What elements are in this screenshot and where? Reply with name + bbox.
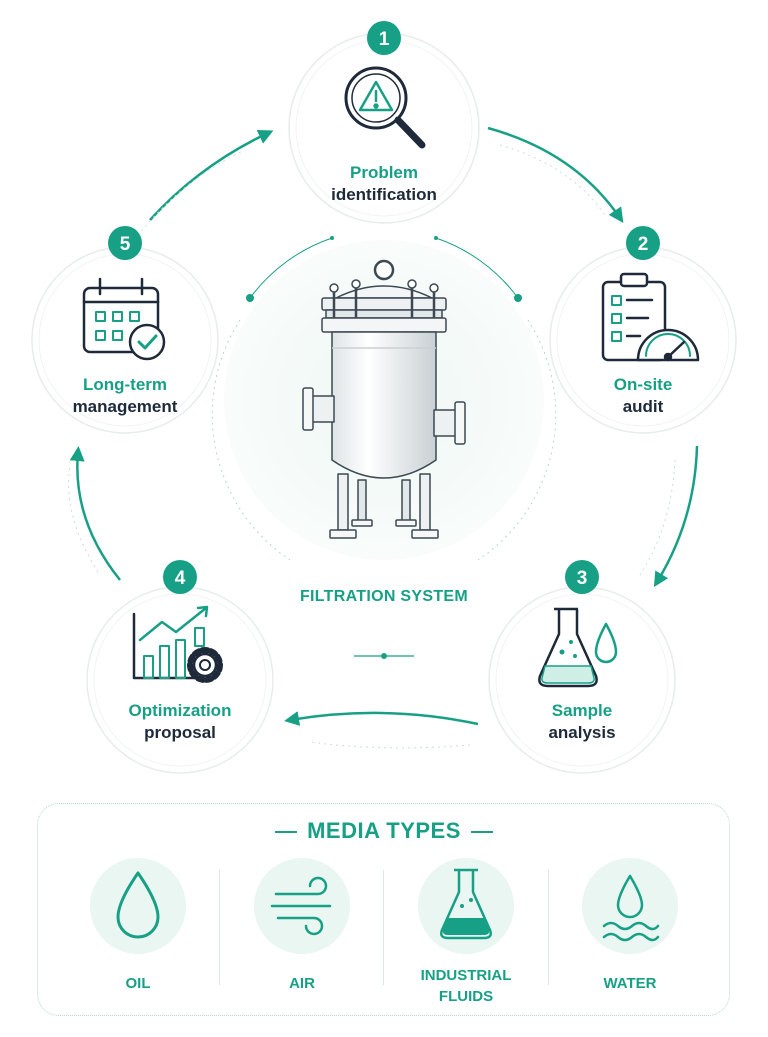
step-subtitle: proposal: [144, 723, 216, 742]
dotted-arc: [68, 464, 99, 573]
dotted-arc: [639, 459, 676, 576]
media-icon-bg: [90, 858, 186, 954]
dotted-arc: [499, 144, 606, 216]
step-title: Sample: [551, 701, 613, 720]
arrow-5-to-1: [149, 130, 274, 221]
filter-vessel-icon: [302, 259, 466, 539]
media-item-label: FLUIDS: [438, 988, 494, 1005]
inner-dot: [246, 294, 254, 302]
flask-drop-icon: [538, 607, 618, 688]
inner-arc-right: [435, 237, 519, 299]
arrow-2-to-3: [653, 445, 699, 588]
media-item-label: OIL: [125, 975, 151, 992]
svg-text:4: 4: [175, 568, 186, 589]
step-badge-1: 1: [367, 21, 401, 55]
media-item-water: WATER: [555, 973, 705, 994]
dotted-arc: [309, 741, 471, 749]
step-badge-3: 3: [565, 560, 599, 594]
step-subtitle: identification: [331, 185, 437, 204]
title-dash: [275, 831, 298, 834]
step-subtitle: audit: [622, 397, 664, 416]
water-drop-waves-icon: [602, 874, 660, 942]
media-item-label: INDUSTRIAL: [420, 967, 512, 984]
step-circle-4: [86, 586, 274, 774]
media-divider: [383, 870, 384, 985]
air-wind-icon: [270, 876, 332, 936]
media-item-label: AIR: [289, 975, 315, 992]
media-types-header: MEDIA TYPES: [0, 818, 768, 844]
svg-text:2: 2: [638, 234, 649, 255]
center-title: FILTRATION SYSTEM: [299, 588, 469, 605]
media-item-label: WATER: [603, 975, 657, 992]
arrow-3-to-4: [284, 711, 479, 726]
arrow-4-to-5: [69, 446, 121, 581]
industrial-flask-icon: [440, 868, 492, 940]
oil-drop-icon: [116, 871, 160, 939]
step-subtitle: analysis: [548, 723, 616, 742]
dotted-arc: [129, 149, 246, 246]
inner-dot: [514, 294, 522, 302]
media-divider: [548, 870, 549, 985]
step-title: Long-term: [82, 375, 168, 394]
step-label-2: On-site audit: [558, 374, 728, 418]
step-subtitle: management: [72, 397, 178, 416]
step-title: Optimization: [128, 701, 232, 720]
media-item-industrial-fluids: INDUSTRIAL FLUIDS: [391, 965, 541, 1007]
magnifier-warning-icon: [344, 66, 426, 149]
step-label-4: Optimization proposal: [95, 700, 265, 744]
step-badge-2: 2: [626, 226, 660, 260]
step-badge-5: 5: [108, 226, 142, 260]
media-item-air: AIR: [227, 973, 377, 994]
media-divider: [219, 870, 220, 985]
step-label-3: Sample analysis: [497, 700, 667, 744]
step-title: Problem: [349, 163, 419, 182]
step-label-5: Long-term management: [40, 374, 210, 418]
svg-text:1: 1: [379, 29, 390, 50]
calendar-check-icon: [82, 277, 166, 361]
inner-arc-left: [249, 237, 333, 299]
inner-dot: [434, 236, 438, 240]
media-types-panel: [37, 803, 730, 1016]
svg-text:3: 3: [577, 568, 588, 589]
step-title: On-site: [613, 375, 673, 394]
clipboard-gauge-icon: [601, 272, 700, 362]
media-types-title: MEDIA TYPES: [307, 818, 461, 843]
title-dash: [470, 831, 493, 834]
step-badge-4: 4: [163, 560, 197, 594]
inner-dot: [330, 236, 334, 240]
media-item-oil: OIL: [63, 973, 213, 994]
svg-text:5: 5: [120, 234, 131, 255]
arrow-1-to-2: [487, 126, 624, 223]
chart-gear-icon: [132, 605, 223, 683]
center-divider-dot: [381, 653, 387, 659]
step-label-1: Problem identification: [299, 162, 469, 206]
